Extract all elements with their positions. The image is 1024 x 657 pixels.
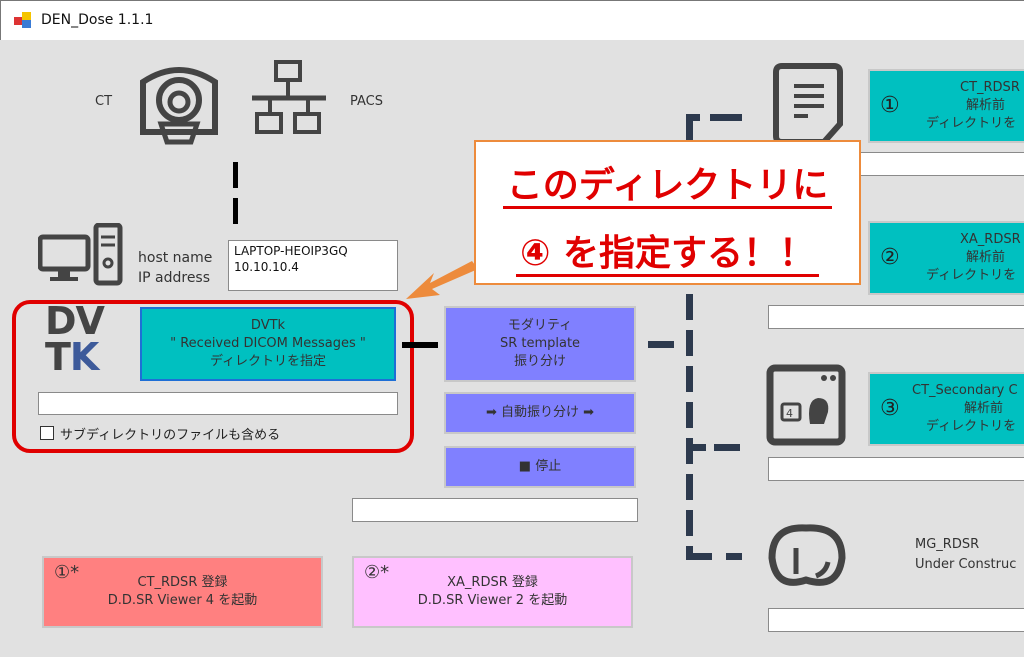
instruction-callout: このディレクトリに ④ を指定する！！ xyxy=(474,140,861,285)
title-bar: DEN_Dose 1.1.1 xyxy=(0,0,1024,40)
connector-line xyxy=(686,553,712,560)
dvtk-path-input[interactable] xyxy=(38,392,398,415)
ct-secondary-path-input[interactable] xyxy=(768,457,1024,481)
modality-sort-button[interactable]: モダリティ SR template 振り分け xyxy=(444,306,636,382)
connector-line xyxy=(726,553,742,560)
button-line: " Received DICOM Messages " xyxy=(170,336,366,351)
ct-rdsr-directory-button[interactable]: ① CT_RDSR 解析前 ディレクトリを xyxy=(868,69,1024,143)
button-line: DVTk xyxy=(250,318,286,333)
network-icon xyxy=(252,60,326,134)
number-badge: ③ xyxy=(880,396,900,421)
app-icon xyxy=(14,12,31,28)
host-name-label: host name xyxy=(138,250,213,266)
auto-sort-button[interactable]: ➡ 自動振り分け ➡ xyxy=(444,392,636,434)
xa-rdsr-directory-button[interactable]: ② XA_RDSR 解析前 ディレクトリを xyxy=(868,221,1024,295)
button-line: CT_RDSR xyxy=(960,80,1020,95)
xa-rdsr-viewer-button[interactable]: ②* XA_RDSR 登録 D.D.SR Viewer 2 を起動 xyxy=(352,556,633,628)
bus-line xyxy=(686,114,693,560)
button-line: CT_RDSR 登録 xyxy=(137,575,228,590)
connector-line xyxy=(686,114,700,121)
dvtk-directory-button[interactable]: DVTk " Received DICOM Messages " ディレクトリを… xyxy=(140,307,396,381)
connector-line xyxy=(686,444,706,451)
connector-line xyxy=(714,444,740,451)
ct-rdsr-viewer-button[interactable]: ①* CT_RDSR 登録 D.D.SR Viewer 4 を起動 xyxy=(42,556,323,628)
button-line: 解析前 xyxy=(966,98,1006,113)
mg-status: Under Construc xyxy=(915,557,1017,572)
ip-address-label: IP address xyxy=(138,270,211,286)
status-input[interactable] xyxy=(352,498,638,522)
button-line: ディレクトリを xyxy=(926,116,1017,131)
xa-rdsr-path-input[interactable] xyxy=(768,305,1024,329)
report-window-icon: 4 xyxy=(766,364,846,446)
button-line: SR template xyxy=(499,336,581,351)
highlight-frame xyxy=(12,300,414,453)
pacs-label: PACS xyxy=(350,94,384,109)
computer-icon xyxy=(38,223,123,286)
stop-button[interactable]: ■ 停止 xyxy=(444,446,636,488)
ct-scanner-icon xyxy=(140,67,218,145)
host-info-box: LAPTOP-HEOIP3GQ 10.10.10.4 xyxy=(228,240,398,291)
document-icon xyxy=(773,63,843,145)
connector-line xyxy=(233,198,238,224)
host-name-value: LAPTOP-HEOIP3GQ xyxy=(234,244,348,258)
ct-label: CT xyxy=(95,94,113,109)
number-badge: ① xyxy=(880,93,900,118)
button-line: D.D.SR Viewer 2 を起動 xyxy=(417,593,568,608)
ip-address-value: 10.10.10.4 xyxy=(234,260,299,274)
subdir-checkbox-label: サブディレクトリのファイルも含める xyxy=(60,428,281,443)
button-line: 振り分け xyxy=(513,354,566,369)
callout-line: ④ を指定する！！ xyxy=(515,233,819,277)
connector-line xyxy=(233,162,238,188)
button-line: CT_Secondary C xyxy=(912,383,1018,398)
svg-text:4: 4 xyxy=(786,407,793,420)
button-line: ディレクトリを xyxy=(926,419,1017,434)
button-line: 解析前 xyxy=(966,250,1006,265)
subdir-checkbox[interactable] xyxy=(40,426,54,440)
mg-rdsr-label: MG_RDSR Under Construc xyxy=(915,535,1016,575)
button-line: ディレクトリを指定 xyxy=(209,354,327,369)
mg-title: MG_RDSR xyxy=(915,537,980,552)
callout-line: このディレクトリに xyxy=(502,165,833,209)
number-badge: ①* xyxy=(54,562,80,583)
ct-secondary-directory-button[interactable]: ③ CT_Secondary C 解析前 ディレクトリを xyxy=(868,372,1024,446)
number-badge: ②* xyxy=(364,562,390,583)
button-line: XA_RDSR 登録 xyxy=(447,575,538,590)
connector-line xyxy=(648,341,674,348)
window-title: DEN_Dose 1.1.1 xyxy=(41,12,154,28)
button-line: XA_RDSR xyxy=(960,232,1021,247)
button-line: 解析前 xyxy=(964,401,1004,416)
mg-rdsr-path-input[interactable] xyxy=(768,608,1024,632)
mammography-icon xyxy=(768,524,846,586)
button-line: D.D.SR Viewer 4 を起動 xyxy=(107,593,258,608)
connector-line xyxy=(710,114,742,121)
connector-line xyxy=(402,342,438,348)
number-badge: ② xyxy=(880,245,900,270)
arrow-icon xyxy=(406,261,478,299)
button-line: ディレクトリを xyxy=(926,268,1017,283)
button-line: モダリティ xyxy=(507,318,573,333)
